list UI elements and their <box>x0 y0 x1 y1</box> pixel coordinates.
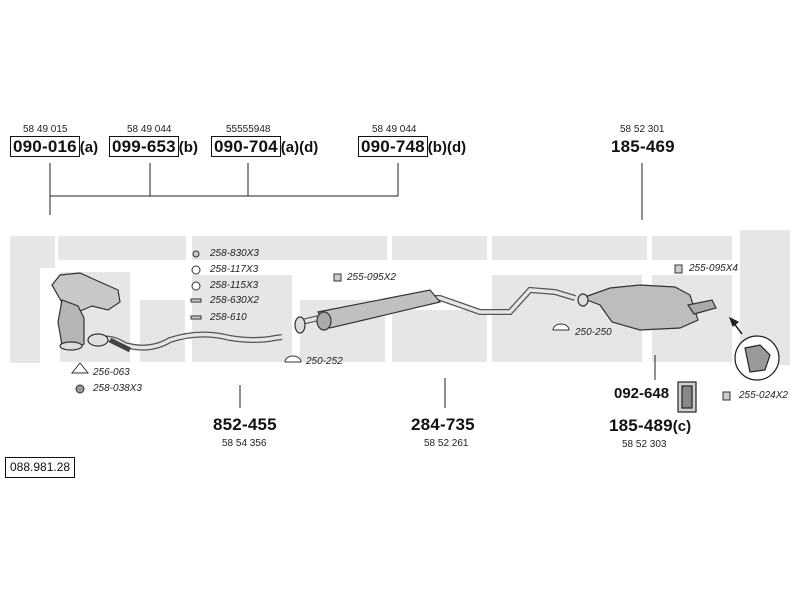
clamp-part <box>677 381 697 413</box>
oe-number: 58 52 303 <box>622 439 667 450</box>
hardware-label: 255-095X2 <box>347 272 396 283</box>
oe-number: 58 49 044 <box>127 124 172 135</box>
hardware-label: 258-630X2 <box>210 295 259 306</box>
oe-number: 58 52 301 <box>620 124 665 135</box>
rear-silencer-alt-label[interactable]: 185-489(c) <box>609 416 691 436</box>
hardware-label: 256-063 <box>93 367 130 378</box>
catalog-number: 088.981.28 <box>5 457 76 478</box>
part-label[interactable]: 099-653(b) <box>109 136 198 157</box>
hardware-label: 258-117X3 <box>210 264 259 275</box>
part-number: 099-653 <box>109 136 179 157</box>
hanger-detail <box>728 316 780 381</box>
hardware-icons <box>70 250 731 401</box>
leader-lines <box>49 163 656 408</box>
part-suffix: (b)(d) <box>427 139 467 156</box>
oe-number: 58 52 261 <box>424 438 469 449</box>
part-label[interactable]: 090-704(a)(d) <box>211 136 319 157</box>
hardware-label: 255-024X2 <box>739 390 788 401</box>
part-number: 090-748 <box>358 136 428 157</box>
middle-silencer-part <box>294 286 576 334</box>
part-label[interactable]: 090-016(a) <box>10 136 99 157</box>
manifold-part <box>51 272 121 351</box>
part-number: 090-704 <box>211 136 281 157</box>
oe-number: 58 49 044 <box>372 124 417 135</box>
hardware-label: 258-038X3 <box>93 383 142 394</box>
rear-silencer-part <box>577 284 717 331</box>
hardware-label: 258-830X3 <box>210 248 259 259</box>
hardware-label: 250-250 <box>575 327 612 338</box>
part-label[interactable]: 090-748(b)(d) <box>358 136 467 157</box>
clamp-part-number[interactable]: 092-648 <box>614 385 670 402</box>
part-number: 090-016 <box>10 136 80 157</box>
part-number: 185-489 <box>609 416 673 435</box>
hardware-label: 250-252 <box>306 356 343 367</box>
oe-number: 58 49 015 <box>23 124 68 135</box>
middle-silencer-part-number[interactable]: 284-735 <box>411 415 475 434</box>
part-suffix: (b) <box>178 139 198 156</box>
part-suffix: (c) <box>672 418 692 435</box>
hardware-label: 255-095X4 <box>689 263 738 274</box>
part-suffix: (a) <box>79 139 99 156</box>
hardware-label: 258-115X3 <box>210 280 259 291</box>
front-pipe-part-number[interactable]: 852-455 <box>213 415 277 434</box>
oe-number: 55555948 <box>226 124 271 135</box>
rear-silencer-part-number[interactable]: 185-469 <box>611 137 675 156</box>
hardware-label: 258-610 <box>210 312 247 323</box>
front-pipe-part <box>87 331 283 353</box>
part-suffix: (a)(d) <box>280 139 319 156</box>
oe-number: 58 54 356 <box>222 438 267 449</box>
